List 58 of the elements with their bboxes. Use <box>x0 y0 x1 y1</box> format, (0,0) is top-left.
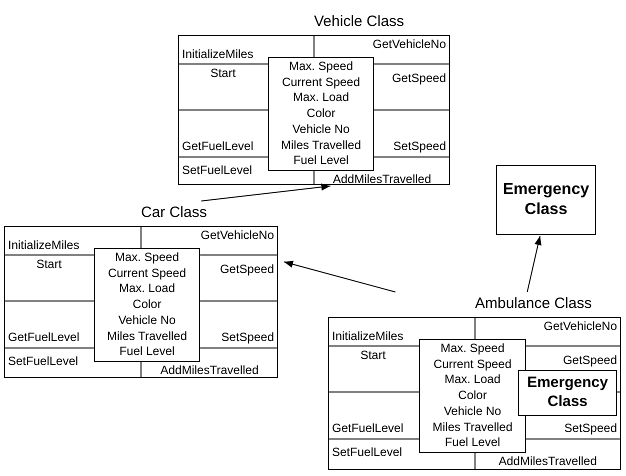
method-label: GetFuelLevel <box>8 330 80 344</box>
method-label: GetVehicleNo <box>200 228 274 242</box>
attribute-box <box>419 339 526 453</box>
method-label: GetSpeed <box>392 71 446 85</box>
attribute-text: Current Speed <box>282 74 360 90</box>
class-name: Emergency Class <box>502 180 590 220</box>
method-label: SetSpeed <box>393 139 446 153</box>
attribute-text: Color <box>306 106 336 122</box>
arrow <box>284 260 396 292</box>
method-label: SetSpeed <box>221 330 274 344</box>
attribute-text: Current Speed <box>433 356 512 372</box>
method-label: GetVehicleNo <box>544 319 617 333</box>
method-label: AddMilesTravelled <box>159 363 260 377</box>
method-label: GetFuelLevel <box>332 421 404 435</box>
method-label: GetSpeed <box>562 353 617 367</box>
attribute-text: Max. Load <box>118 281 176 298</box>
attribute-text: Miles Travelled <box>280 138 362 154</box>
class-title: Vehicle Class <box>314 13 404 31</box>
attribute-text: Vehicle No <box>118 312 176 329</box>
attribute-text: Fuel Level <box>444 435 500 451</box>
attribute-box <box>94 248 200 362</box>
method-label: GetVehicleNo <box>372 37 446 51</box>
method-label: Start <box>35 257 63 271</box>
method-label: GetSpeed <box>220 262 274 276</box>
attribute-text: Color <box>132 297 162 313</box>
attribute-text: Max. Speed <box>288 59 354 75</box>
attribute-text: Vehicle No <box>444 404 502 420</box>
class-box <box>496 165 596 235</box>
attribute-text: Miles Travelled <box>432 420 513 436</box>
attribute-text: Current Speed <box>108 266 186 282</box>
class-name: Emergency Class <box>526 374 609 412</box>
method-label: AddMilesTravelled <box>332 172 432 186</box>
attribute-text: Fuel Level <box>293 153 349 169</box>
method-label: SetFuelLevel <box>332 445 402 459</box>
method-label: SetSpeed <box>564 421 617 435</box>
method-label: Start <box>359 348 387 362</box>
attribute-box <box>268 57 374 171</box>
attribute-text: Color <box>458 388 487 404</box>
attribute-text: Max. Load <box>444 372 501 388</box>
arrow <box>200 183 331 202</box>
attribute-text: Max. Speed <box>440 341 505 357</box>
attribute-text: Fuel Level <box>119 344 175 360</box>
method-label: SetFuelLevel <box>8 354 78 368</box>
arrow <box>526 236 542 292</box>
method-label: AddMilesTravelled <box>498 454 598 468</box>
attribute-text: Miles Travelled <box>106 328 188 344</box>
method-label: InitializeMiles <box>182 47 254 61</box>
method-label: Start <box>209 66 237 80</box>
method-label: GetFuelLevel <box>182 139 254 153</box>
class-box <box>518 370 617 416</box>
attribute-text: Vehicle No <box>292 122 350 138</box>
method-label: InitializeMiles <box>332 329 404 343</box>
attribute-text: Max. Load <box>292 90 350 106</box>
attribute-text: Max. Speed <box>114 250 180 266</box>
method-label: SetFuelLevel <box>182 163 252 177</box>
class-title: Ambulance Class <box>475 295 592 313</box>
method-label: InitializeMiles <box>8 238 80 252</box>
class-title: Car Class <box>141 204 207 222</box>
